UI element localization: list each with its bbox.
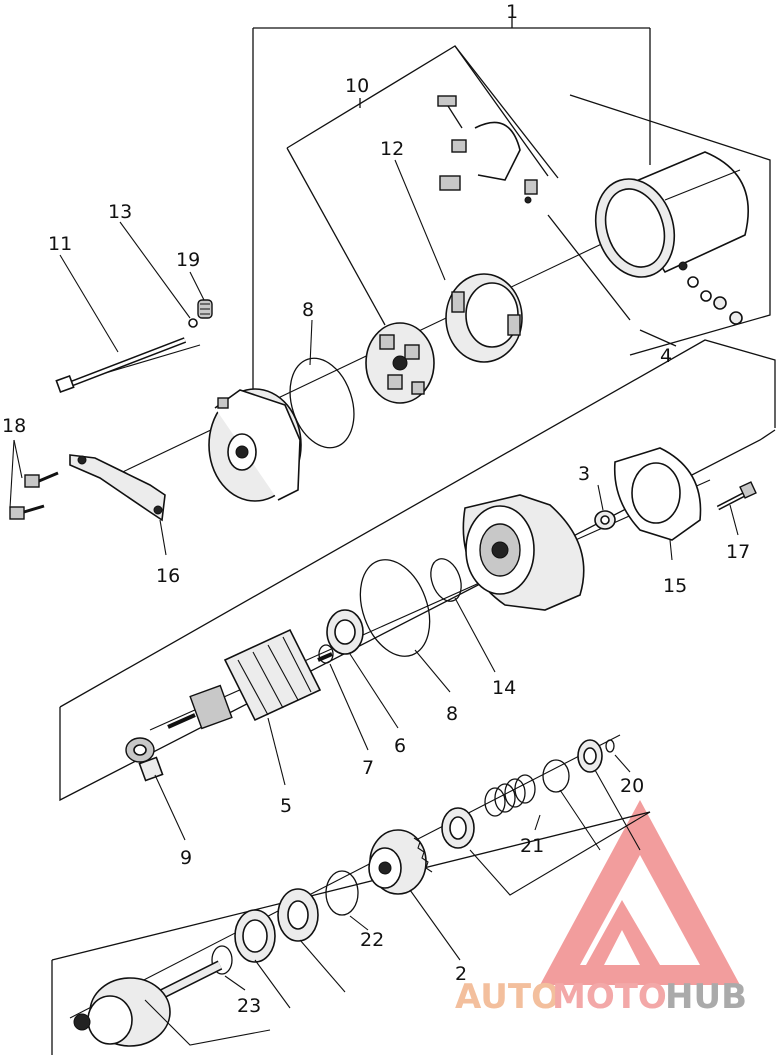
output-shaft <box>73 960 223 1047</box>
bearing-6 <box>326 609 364 655</box>
gasket-15 <box>613 447 702 541</box>
label-5: 5 <box>280 795 292 817</box>
label-22: 22 <box>360 929 384 951</box>
label-18: 18 <box>2 415 26 437</box>
assembly-bracket-1 <box>252 18 651 398</box>
label-8-upper: 8 <box>302 299 314 321</box>
planet-plate <box>277 888 319 942</box>
label-9: 9 <box>180 847 192 869</box>
spring-21 <box>484 774 536 817</box>
bolt-17 <box>716 481 757 511</box>
through-bolt <box>55 337 187 394</box>
ring-clip <box>542 759 570 793</box>
o-ring-8-upper <box>289 357 355 449</box>
label-13: 13 <box>108 201 132 223</box>
frame-middle <box>59 339 776 802</box>
label-7: 7 <box>362 757 374 779</box>
thrust-washer <box>234 909 276 963</box>
terminal-hardware-4 <box>678 261 743 325</box>
label-8-middle: 8 <box>446 703 458 725</box>
label-11: 11 <box>48 233 72 255</box>
label-19: 19 <box>176 249 200 271</box>
label-21: 21 <box>520 835 544 857</box>
clip-23 <box>211 945 233 975</box>
bracket-4 <box>547 94 771 356</box>
brushes-and-leads <box>437 95 538 204</box>
label-14: 14 <box>492 677 516 699</box>
label-6: 6 <box>394 735 406 757</box>
bracket-10 <box>286 45 559 326</box>
washer-3 <box>594 510 616 530</box>
drive-housing <box>462 494 585 611</box>
label-12: 12 <box>380 138 404 160</box>
label-10: 10 <box>345 75 369 97</box>
label-4: 4 <box>660 345 672 367</box>
watermark-moto: MOTO <box>552 977 667 1017</box>
label-2: 2 <box>455 963 467 985</box>
rear-end-cover <box>208 388 302 502</box>
frame-lower <box>51 811 651 1055</box>
label-23: 23 <box>237 995 261 1017</box>
collar <box>441 807 475 849</box>
armature-5 <box>167 628 333 730</box>
pinion-clutch-2 <box>368 829 433 895</box>
label-16: 16 <box>156 565 180 587</box>
label-17: 17 <box>726 541 750 563</box>
label-20: 20 <box>620 775 644 797</box>
small-washer-13 <box>188 318 198 328</box>
o-ring-14 <box>430 558 462 602</box>
bushing-9 <box>125 737 164 782</box>
watermark-auto: AUTO <box>455 977 560 1017</box>
field-frame-yoke <box>594 151 749 278</box>
label-15: 15 <box>663 575 687 597</box>
brush-holder <box>365 322 435 404</box>
label-3: 3 <box>578 463 590 485</box>
ring-7 <box>318 644 334 664</box>
spring-19 <box>197 299 213 319</box>
label-1: 1 <box>506 1 518 23</box>
o-ring-8-middle <box>359 559 431 657</box>
watermark-hub: HUB <box>665 977 747 1017</box>
brush-ring-12 <box>445 273 523 363</box>
washer-20 <box>577 739 615 773</box>
snap-ring-22 <box>325 870 359 916</box>
leader-lines <box>9 159 739 1046</box>
mounting-bracket-16 <box>69 454 166 522</box>
automotohub-logo: AUTO MOTO HUB <box>455 800 747 1017</box>
bolt-18 <box>9 471 59 520</box>
part-labels: 1 10 12 13 11 19 8 4 18 3 17 15 16 14 8 … <box>2 1 750 1017</box>
